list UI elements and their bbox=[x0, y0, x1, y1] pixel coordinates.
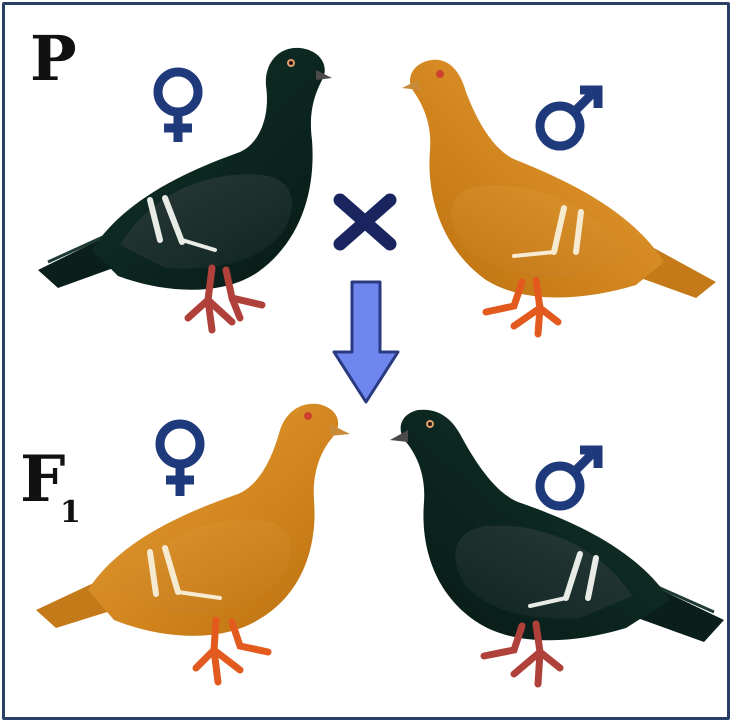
parent-female-dark-pigeon bbox=[38, 47, 332, 334]
down-arrow-icon bbox=[332, 280, 400, 404]
male-symbol-icon bbox=[535, 445, 603, 511]
parental-generation-label: P bbox=[30, 22, 77, 95]
cross-icon bbox=[333, 193, 397, 251]
filial-generation-label: F bbox=[20, 442, 66, 517]
female-symbol-icon bbox=[153, 67, 203, 142]
offspring-male-dark-pigeon bbox=[390, 409, 724, 688]
parent-male-orange-pigeon bbox=[402, 59, 716, 338]
filial-generation-subscript: 1 bbox=[60, 495, 81, 530]
female-symbol-icon bbox=[155, 419, 205, 496]
offspring-female-orange-pigeon bbox=[36, 403, 350, 686]
male-symbol-icon bbox=[535, 85, 603, 151]
